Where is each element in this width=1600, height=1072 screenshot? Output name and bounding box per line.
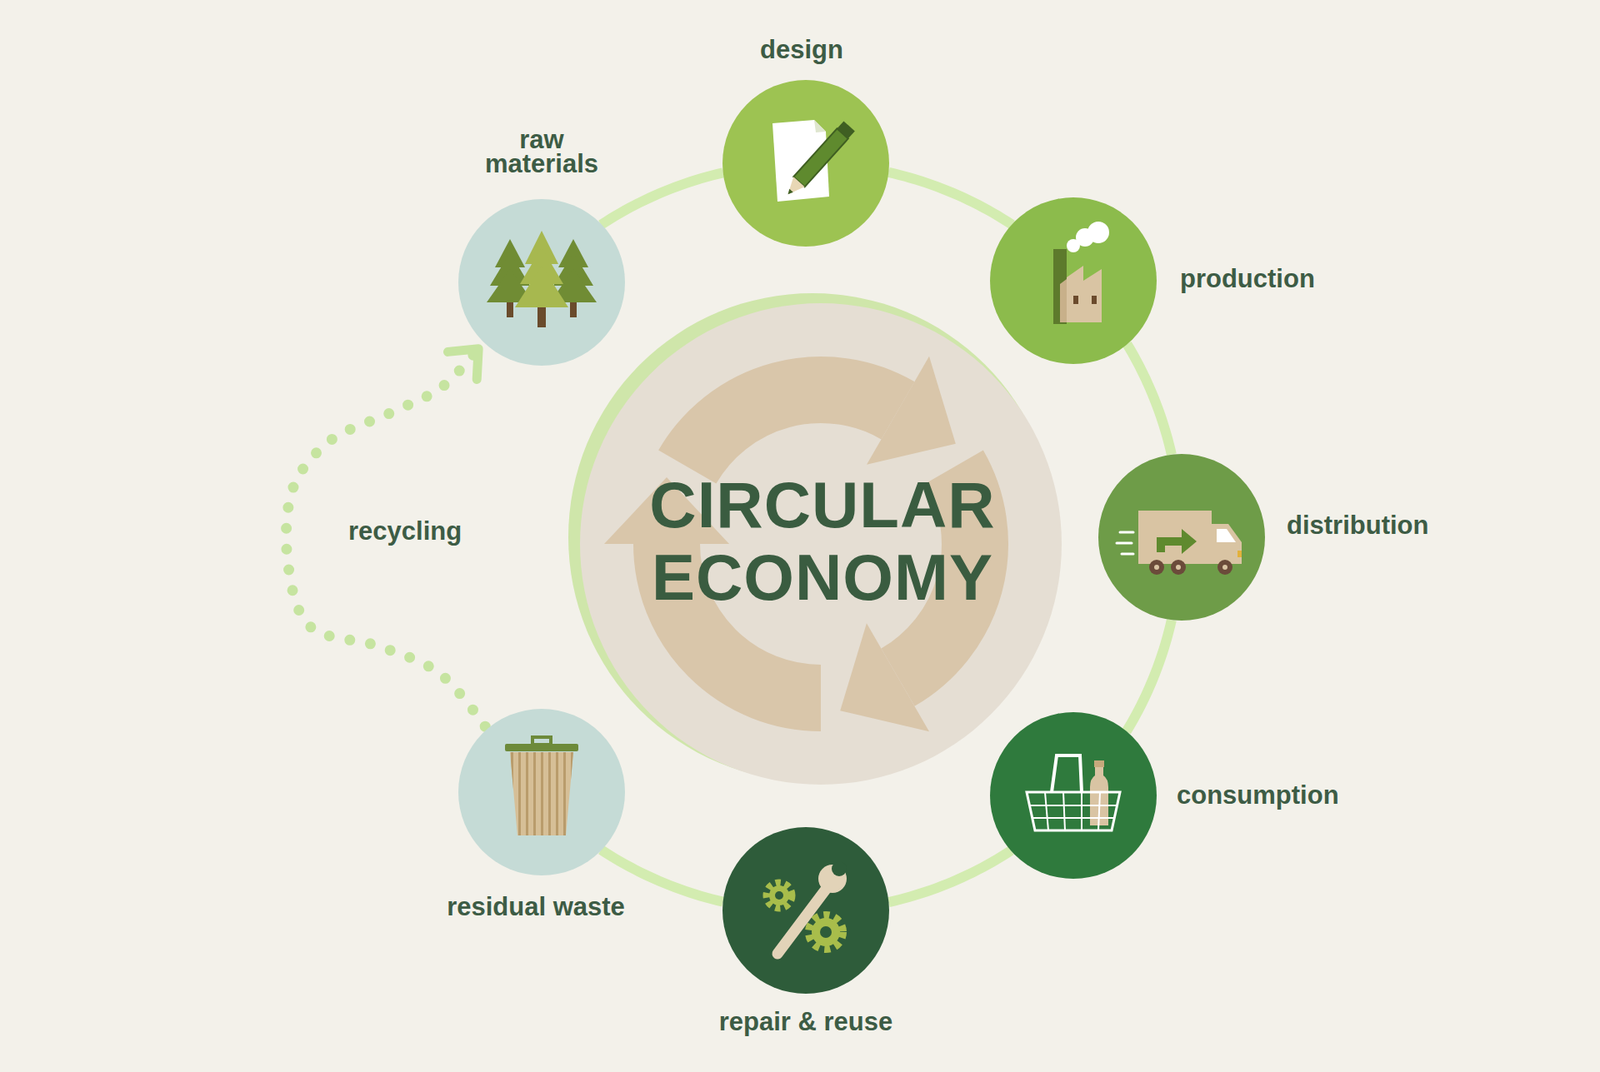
circle-shape — [458, 709, 625, 876]
circle-fill — [990, 712, 1157, 880]
icon — [486, 230, 597, 328]
stage-circle: repair & reuse — [722, 827, 890, 995]
stage-circle: residual waste — [458, 709, 625, 876]
connector-group — [1126, 344, 1171, 455]
stage-label: repair & reuse — [719, 1009, 894, 1037]
circle-shape — [1098, 454, 1265, 621]
circle-shape — [722, 80, 890, 247]
stage-label: residual waste — [446, 894, 625, 922]
center-circle: CIRCULAR ECONOMY — [576, 300, 1059, 783]
connector-group — [600, 172, 723, 225]
icon — [1116, 510, 1242, 575]
ring-connector — [600, 172, 723, 225]
connector-group — [888, 850, 1011, 903]
circle-fill — [990, 197, 1157, 365]
stage-label: production — [1180, 265, 1315, 294]
connector-group — [888, 172, 1012, 225]
circle-shape — [990, 712, 1157, 880]
circle-fill — [1098, 454, 1265, 621]
ring-connector — [1126, 620, 1172, 732]
icon — [505, 737, 579, 836]
center-title: CIRCULAR ECONOMY — [622, 469, 1023, 615]
icon — [772, 120, 855, 202]
connector-group — [285, 349, 485, 727]
icon — [1053, 221, 1110, 325]
stage-circle: raw materials — [458, 199, 625, 366]
circle-fill — [458, 709, 625, 876]
circle-shape — [990, 197, 1157, 365]
ring-connector — [888, 850, 1011, 903]
recycling-arrow — [285, 349, 485, 727]
icon — [1026, 755, 1120, 831]
circle-shape — [458, 199, 625, 366]
stage-label: raw materials — [462, 127, 621, 177]
stage-circle: design — [722, 80, 890, 247]
circle-fill — [722, 827, 890, 995]
stage-label: distribution — [1286, 512, 1429, 540]
circle-shape — [722, 827, 890, 995]
stage-circle: distribution — [1098, 454, 1265, 621]
stage-circle: consumption — [990, 712, 1157, 880]
circle-fill — [722, 80, 890, 247]
stage-circle: production — [990, 197, 1157, 365]
stage-label: consumption — [1176, 782, 1340, 810]
stage-label: design — [760, 36, 844, 65]
icon — [766, 861, 847, 955]
connector-group — [1126, 620, 1172, 732]
circle-fill — [458, 199, 625, 366]
icon — [568, 293, 1062, 785]
arrow-head — [447, 349, 479, 380]
ring-connector — [888, 172, 1012, 225]
ring-connector — [1126, 344, 1171, 455]
edge-label: recycling — [348, 516, 462, 547]
